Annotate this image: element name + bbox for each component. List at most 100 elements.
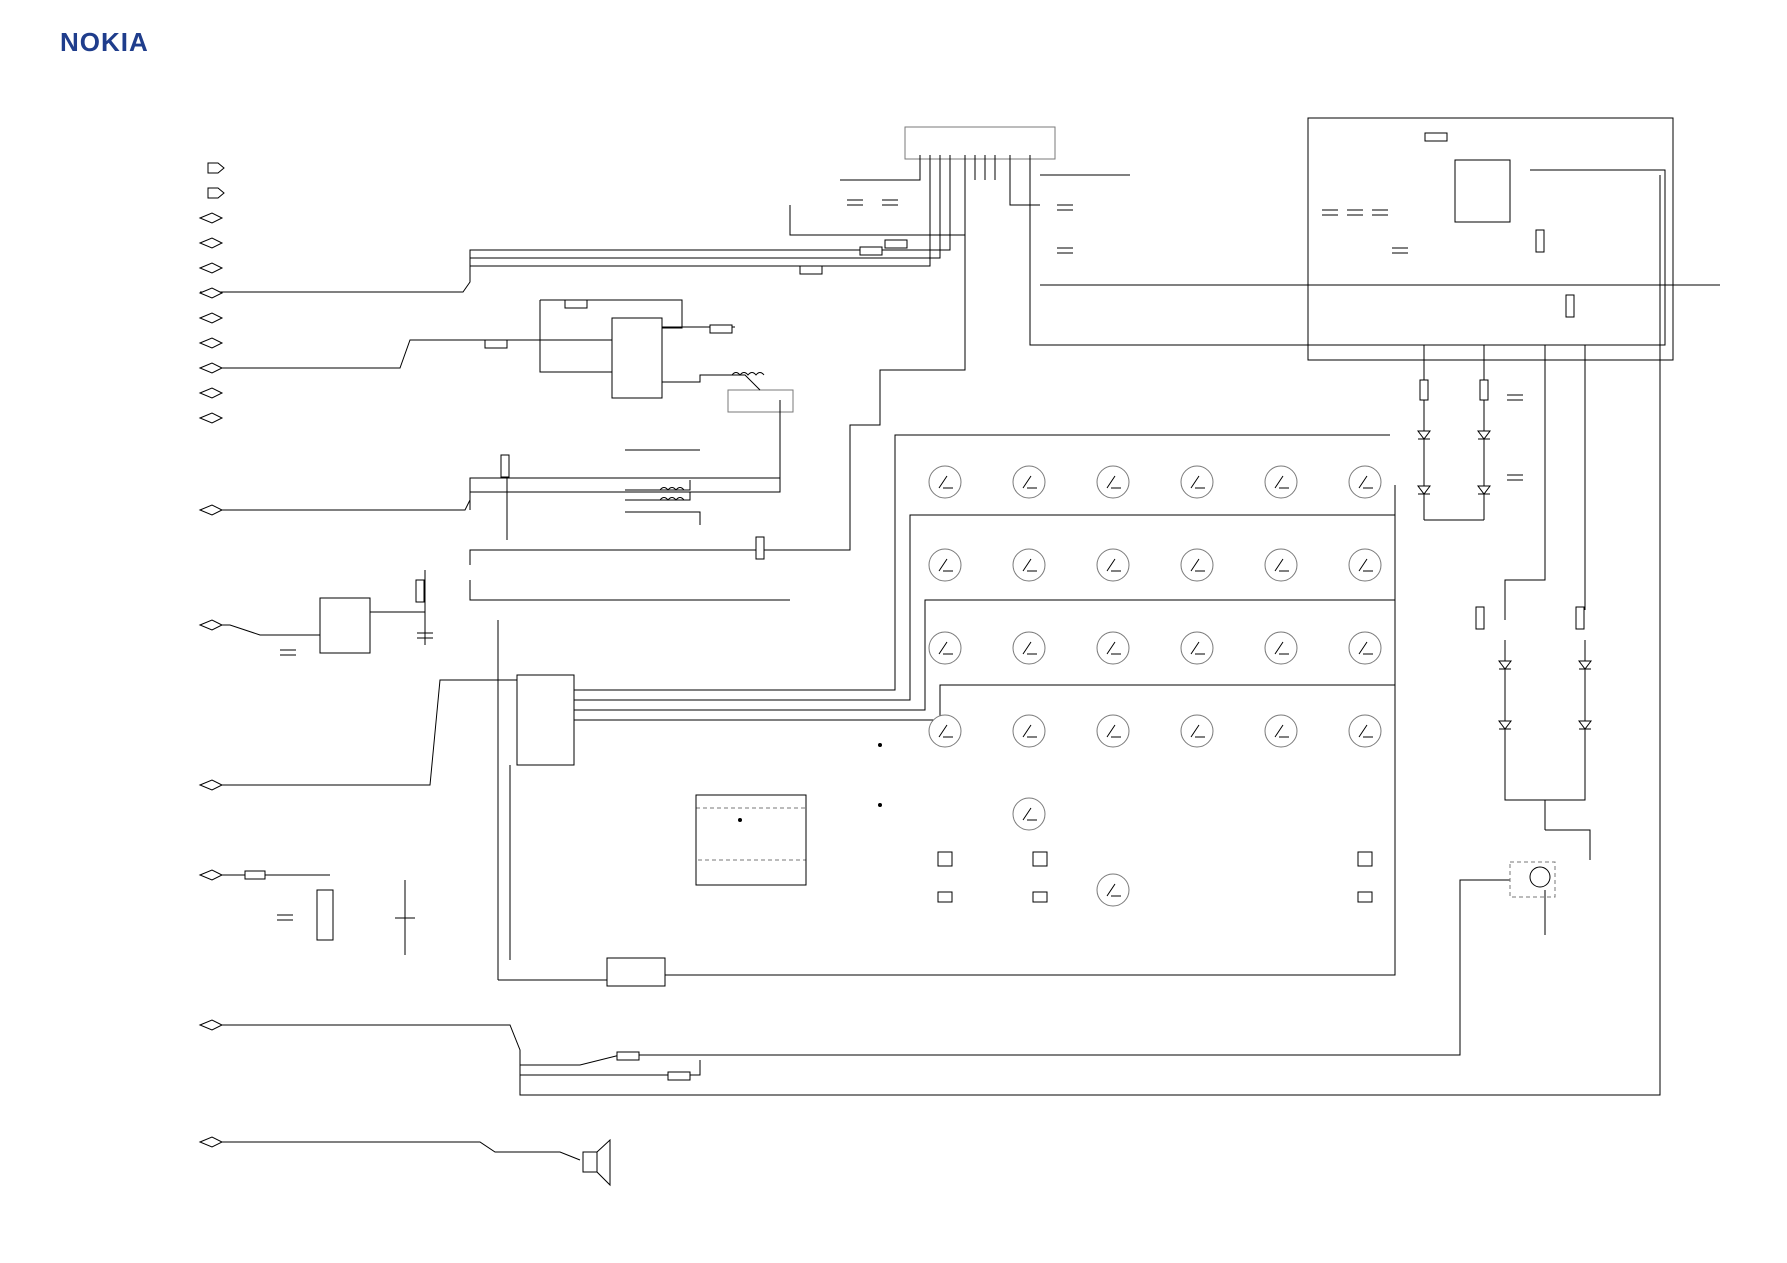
key-contact bbox=[1023, 642, 1037, 654]
port-connector bbox=[200, 263, 222, 273]
port-connector bbox=[208, 163, 224, 173]
junction bbox=[738, 818, 742, 822]
keypad-key bbox=[1181, 466, 1213, 498]
resistor bbox=[416, 580, 424, 602]
keypad-key bbox=[1181, 632, 1213, 664]
led bbox=[1499, 661, 1511, 669]
keypad-key bbox=[1349, 549, 1381, 581]
indicator-leds bbox=[1418, 431, 1591, 729]
keypad-key bbox=[929, 632, 961, 664]
port-connector bbox=[200, 313, 222, 323]
resistor bbox=[501, 455, 509, 477]
keypad-key bbox=[1097, 466, 1129, 498]
transistor-region bbox=[1510, 862, 1555, 897]
key-contact bbox=[1359, 725, 1373, 737]
top-connector bbox=[905, 127, 1055, 159]
port-connector bbox=[200, 213, 222, 223]
key-contact bbox=[1107, 725, 1121, 737]
keypad-key bbox=[1265, 632, 1297, 664]
resistor bbox=[1536, 230, 1544, 252]
key-contact bbox=[1191, 476, 1205, 488]
keypad-key bbox=[1097, 549, 1129, 581]
keypad-key bbox=[929, 549, 961, 581]
key-contact bbox=[1275, 642, 1289, 654]
port-connector bbox=[200, 780, 222, 790]
capacitor bbox=[280, 650, 296, 655]
key-contact bbox=[1275, 725, 1289, 737]
keypad-key bbox=[1265, 549, 1297, 581]
driver-ic bbox=[1455, 160, 1510, 222]
port-connector bbox=[200, 338, 222, 348]
key-contact bbox=[939, 559, 953, 571]
led bbox=[1499, 721, 1511, 729]
keypad-key bbox=[1349, 466, 1381, 498]
led bbox=[1418, 486, 1430, 494]
key-contact bbox=[939, 476, 953, 488]
resistor bbox=[1576, 607, 1584, 629]
led bbox=[1478, 431, 1490, 439]
keypad-key bbox=[929, 466, 961, 498]
port-connector bbox=[200, 288, 222, 298]
port-connector bbox=[200, 238, 222, 248]
left-edge-connectors bbox=[200, 163, 224, 1147]
capacitor bbox=[1392, 248, 1408, 253]
key-contact bbox=[1275, 559, 1289, 571]
capacitor bbox=[1057, 248, 1073, 253]
led-driver-module bbox=[1308, 118, 1673, 360]
keypad-key bbox=[1181, 549, 1213, 581]
key-contact bbox=[1191, 725, 1205, 737]
capacitor bbox=[1507, 475, 1523, 480]
junction bbox=[878, 803, 882, 807]
keypad-key bbox=[1013, 466, 1045, 498]
keypad-key bbox=[1181, 715, 1213, 747]
key-contact bbox=[1107, 642, 1121, 654]
capacitor bbox=[1057, 205, 1073, 210]
contact-switch bbox=[1033, 852, 1047, 866]
keypad-key bbox=[1349, 632, 1381, 664]
key-contact bbox=[1107, 884, 1121, 896]
key-contact bbox=[1191, 642, 1205, 654]
key-contact bbox=[939, 725, 953, 737]
aux-connector bbox=[728, 390, 793, 412]
keypad-key bbox=[1097, 874, 1129, 906]
contact-switch-pad bbox=[938, 892, 952, 902]
resistor bbox=[1425, 133, 1447, 141]
led bbox=[1579, 661, 1591, 669]
capacitor bbox=[417, 633, 433, 638]
speaker-cone bbox=[597, 1140, 610, 1185]
capacitor bbox=[1372, 210, 1388, 215]
resistor bbox=[885, 240, 907, 248]
led bbox=[1478, 486, 1490, 494]
port-connector bbox=[200, 1020, 222, 1030]
keypad-key bbox=[1013, 549, 1045, 581]
resistor bbox=[756, 537, 764, 559]
contact-switch-pad bbox=[1358, 892, 1372, 902]
hall-sensor bbox=[320, 598, 370, 653]
port-connector bbox=[200, 363, 222, 373]
nokia-logo: NOKIA bbox=[60, 27, 149, 57]
key-contact bbox=[1023, 808, 1037, 820]
key-contact bbox=[1191, 559, 1205, 571]
side-switch bbox=[317, 890, 333, 940]
key-contact bbox=[1107, 559, 1121, 571]
dashed-switch-region bbox=[696, 808, 806, 860]
keypad-key bbox=[1013, 715, 1045, 747]
port-connector bbox=[200, 1137, 222, 1147]
key-contact bbox=[1275, 476, 1289, 488]
speaker-body bbox=[583, 1152, 597, 1172]
resistor bbox=[1566, 295, 1574, 317]
keypad-matrix bbox=[929, 466, 1381, 906]
transistor bbox=[1530, 867, 1550, 887]
capacitor bbox=[1322, 210, 1338, 215]
regulator-ic bbox=[607, 958, 665, 986]
key-contact bbox=[1107, 476, 1121, 488]
contact-switch bbox=[938, 852, 952, 866]
optocoupler bbox=[612, 318, 662, 398]
port-connector bbox=[200, 388, 222, 398]
keypad-key bbox=[1265, 715, 1297, 747]
resistor bbox=[860, 247, 882, 255]
port-connector bbox=[200, 870, 222, 880]
resistor bbox=[710, 325, 732, 333]
passive-components bbox=[277, 133, 1584, 920]
